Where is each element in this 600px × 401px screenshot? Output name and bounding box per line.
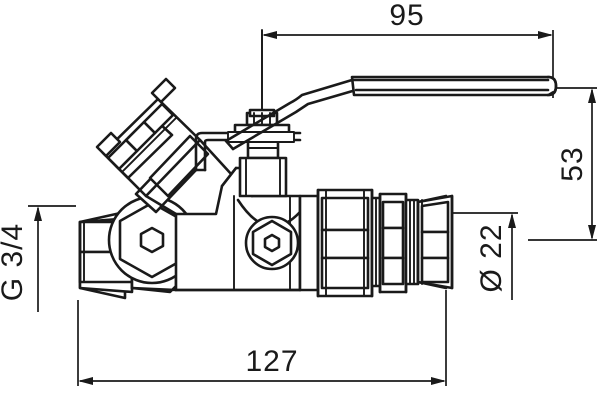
component-body-base — [130, 286, 302, 292]
component-outlet-hex-nut-large — [298, 188, 374, 298]
arrow-head-top — [34, 206, 42, 221]
dimension-label-g34: G 3/4 — [0, 223, 29, 301]
arrow-head-left — [262, 31, 277, 39]
dimension-outlet-diameter: Ø 22 — [452, 212, 518, 300]
dimension-overall-length: 127 — [77, 290, 447, 386]
component-outlet-union-nut — [416, 194, 454, 290]
component-transition-collar — [404, 198, 420, 286]
dimension-label-diameter-22: Ø 22 — [475, 223, 508, 292]
component-outlet-hex-nut-small — [378, 192, 408, 294]
component-strainer-hex-plug — [107, 195, 197, 285]
dimension-label-95: 95 — [389, 0, 424, 32]
component-lever-bracket — [194, 131, 302, 172]
arrow-head-right — [538, 31, 553, 39]
dimension-label-127: 127 — [245, 345, 298, 378]
component-drain-hex-plug — [244, 215, 300, 271]
component-valve-stem — [233, 29, 291, 198]
arrow-head-top — [508, 213, 516, 228]
dimension-lever-height: 53 — [528, 87, 597, 241]
component-operating-lever — [224, 75, 558, 151]
arrow-head-bottom — [588, 225, 596, 240]
component-angled-strainer-cap — [95, 77, 234, 216]
arrow-head-right — [431, 377, 446, 385]
arrow-head-left — [78, 377, 93, 385]
arrow-head-top — [588, 88, 596, 103]
dimension-inlet-thread: G 3/4 — [0, 205, 76, 312]
dimension-label-53: 53 — [556, 146, 589, 181]
dimension-lever-length: 95 — [261, 0, 554, 115]
